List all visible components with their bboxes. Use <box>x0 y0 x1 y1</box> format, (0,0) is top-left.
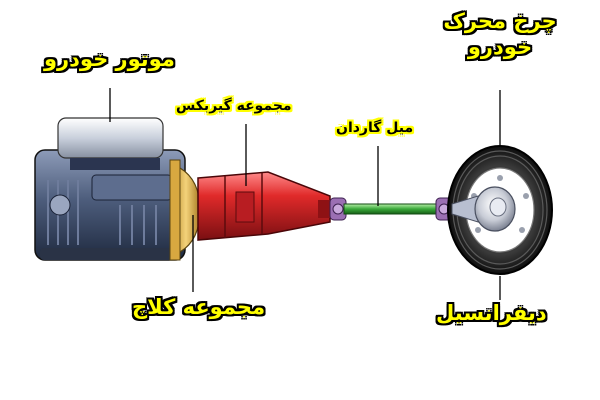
differential-label: دیفرانسیل <box>436 301 547 325</box>
wheel-label-line-1: چرخ محرک <box>443 9 557 33</box>
front-universal-joint <box>329 197 347 221</box>
driveshaft-tube <box>343 203 441 215</box>
gearbox-label: مجموعه گیربکس <box>176 98 292 114</box>
wheel-label: چرخ محرک خودرو <box>440 8 560 61</box>
gearbox-body <box>197 171 332 241</box>
clutch-label: مجموعه کلاچ <box>132 295 266 319</box>
wheel-label-line-2: خودرو <box>467 35 533 60</box>
driveshaft-label: میل گاردان <box>336 120 414 136</box>
clutch-housing <box>169 159 201 261</box>
differential-unit <box>451 186 516 232</box>
leader-lines <box>109 88 501 300</box>
engine-block <box>34 117 186 261</box>
engine-label: موتور خودرو <box>44 47 175 71</box>
